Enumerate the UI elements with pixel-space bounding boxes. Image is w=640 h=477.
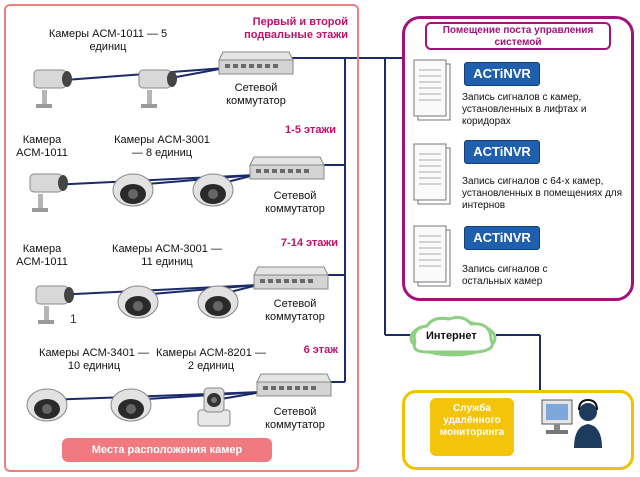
label-floor6-cam-a: Камеры ACM-3401 — 10 единиц	[39, 347, 149, 372]
bullet-camera-icon	[35, 285, 74, 324]
label-floor1-cam-b: Камеры ACM-3001 — 8 единиц	[114, 134, 210, 159]
network-switch-icon	[253, 266, 329, 290]
label-floor1-cam-a: Камера ACM-1011	[16, 134, 68, 159]
network-switch-icon	[256, 373, 332, 397]
label-switch-1-5: Сетевой коммутатор	[265, 190, 325, 215]
camera-locations-tag: Места расположения камер	[62, 438, 272, 462]
monitoring-service-label: Служба удалённого мониторинга	[430, 398, 514, 456]
label-switch-6: Сетевой коммутатор	[265, 406, 325, 431]
floor-title-7-14: 7-14 этажи	[280, 237, 338, 249]
label-switch-basement: Сетевой коммутатор	[226, 82, 286, 107]
network-switch-icon	[249, 156, 325, 180]
label-floor6-cam-b: Камеры ACM-8201 — 2 единиц	[156, 347, 266, 372]
document-icon	[413, 59, 451, 121]
bullet-camera-icon	[29, 173, 68, 212]
dome-camera-icon	[117, 285, 159, 319]
dome-camera-icon	[112, 173, 154, 207]
nvr-logo-1: ACTiNVR	[464, 62, 540, 86]
floor-title-basement: Первый и второй подвальные этажи	[244, 16, 348, 41]
monitoring-service-frame	[402, 390, 634, 470]
nvr-logo-2: ACTiNVR	[464, 140, 540, 164]
internet-label: Интернет	[426, 330, 477, 342]
camera-locations-frame	[4, 4, 359, 472]
nvr-desc-1: Запись сигналов с камер, установленных в…	[462, 92, 587, 127]
document-icon	[413, 225, 451, 287]
nvr-desc-2: Запись сигналов с 64-х камер, установлен…	[462, 176, 623, 211]
operator-icon	[541, 398, 602, 448]
label-floor7-cam-a: Камера ACM-1011	[16, 243, 68, 268]
control-room-title: Помещение поста управления системой	[425, 22, 611, 50]
bullet-camera-icon	[33, 69, 72, 108]
ptz-camera-icon	[197, 387, 231, 427]
document-icon	[413, 143, 451, 205]
label-basement-cams: Камеры ACM-1011 — 5 единиц	[48, 28, 168, 53]
label-floor7-cam-b: Камеры ACM-3001 — 11 единиц	[112, 243, 222, 268]
cloud-icon	[409, 315, 497, 357]
bullet-camera-icon	[138, 69, 177, 108]
dome-camera-icon	[197, 285, 239, 319]
dome-camera-icon	[110, 388, 152, 422]
digit-label: 1	[70, 312, 77, 326]
dome-camera-icon	[192, 173, 234, 207]
floor-title-6: 6 этаж	[303, 344, 338, 356]
floor-title-1-5: 1-5 этажи	[285, 124, 336, 136]
network-switch-icon	[218, 51, 294, 75]
label-switch-7-14: Сетевой коммутатор	[265, 298, 325, 323]
dome-camera-icon	[26, 388, 68, 422]
control-room-frame	[402, 16, 634, 301]
nvr-logo-3: ACTiNVR	[464, 226, 540, 250]
nvr-desc-3: Запись сигналов с остальных камер	[462, 264, 548, 287]
